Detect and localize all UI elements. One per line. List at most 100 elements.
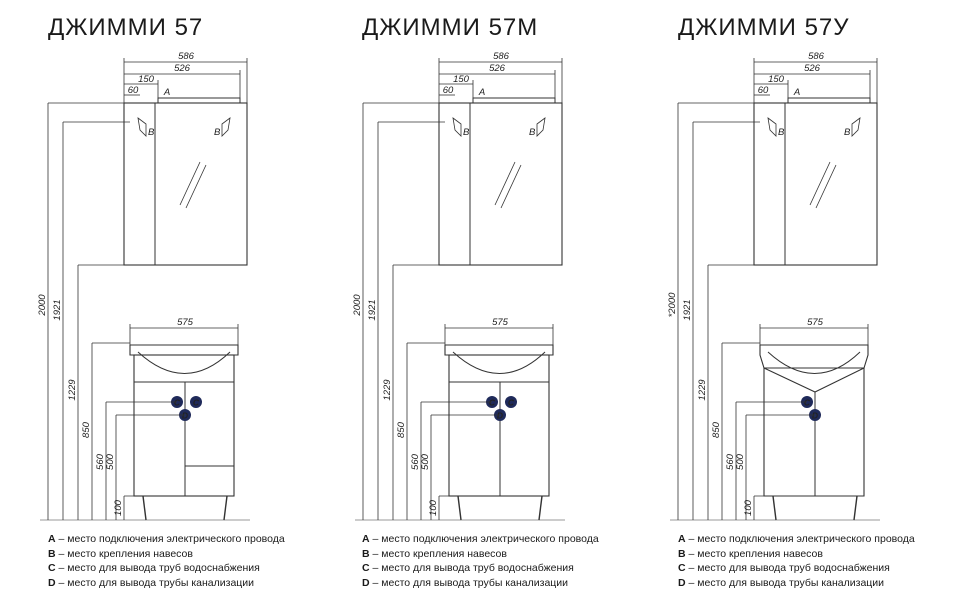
model-title: ДЖИММИ 57 — [48, 14, 204, 41]
model-title: ДЖИММИ 57М — [362, 14, 539, 41]
dimension-label-h_2000: *2000 — [667, 292, 678, 318]
dimension-label-150: 150 — [453, 74, 470, 85]
dimension-label-h_560: 560 — [95, 453, 106, 470]
hanger-left — [767, 117, 777, 137]
legend-item-d: D – место для вывода трубы канализации — [678, 576, 885, 589]
vanity-leg-right — [223, 495, 228, 521]
lamp-bar — [472, 97, 556, 104]
dimension-label-h_1921: 1921 — [367, 299, 378, 320]
legend-model-57u: A – место подключения электрического про… — [678, 532, 915, 590]
dimension-label-h_850: 850 — [711, 421, 722, 438]
dimension-label-526: 526 — [804, 63, 821, 74]
mirror-glare-line — [185, 164, 207, 209]
marker-c-right — [505, 396, 517, 408]
dimension-label-h_500: 500 — [105, 453, 116, 470]
dimension-label-h_1921: 1921 — [52, 299, 63, 320]
legend-item-b: B – место крепления навесов — [678, 547, 823, 560]
vanity-leg-left — [772, 495, 777, 521]
dimension-label-h_500: 500 — [735, 453, 746, 470]
mirror-glare-line — [815, 164, 837, 209]
mirror-cabinet-body — [753, 102, 878, 266]
legend-model-57m: A – место подключения электрического про… — [362, 532, 599, 590]
dimension-label-575: 575 — [177, 317, 194, 328]
lamp-bar — [157, 97, 241, 104]
vanity-drawer — [184, 465, 235, 497]
dimension-label-h_500: 500 — [420, 453, 431, 470]
hanger-left — [452, 117, 462, 137]
dimension-label-h_100: 100 — [743, 499, 754, 516]
vanity-cabinet-body — [763, 367, 865, 497]
dimension-label-h_1921: 1921 — [682, 299, 693, 320]
washbasin-bowl — [452, 351, 546, 374]
legend-item-a: A – место подключения электрического про… — [678, 533, 915, 545]
dimension-label-h_2000: 2000 — [352, 294, 363, 317]
dimension-label-h_1229: 1229 — [697, 379, 708, 401]
dimension-label-526: 526 — [489, 63, 506, 74]
mirror-cabinet-body — [123, 102, 248, 266]
hanger-left — [137, 117, 147, 137]
marker-c-right-label: C — [193, 397, 200, 407]
legend-item-d: D – место для вывода трубы канализации — [48, 576, 255, 589]
dimension-label-586: 586 — [808, 51, 825, 62]
vanity-leg-right — [853, 495, 858, 521]
marker-b-right: B — [844, 127, 851, 138]
vanity-leg-left — [457, 495, 462, 521]
dimension-label-h_100: 100 — [428, 499, 439, 516]
mirror-glare-line — [809, 161, 831, 206]
legend-item-c: C – место для вывода труб водоснабжения — [362, 562, 574, 574]
mirror-glare-line — [494, 161, 516, 206]
washbasin-bowl — [767, 351, 861, 374]
dimension-label-586: 586 — [493, 51, 510, 62]
marker-c-left-label: C — [804, 397, 811, 407]
dimension-label-60: 60 — [758, 85, 769, 96]
dimension-label-h_100: 100 — [113, 499, 124, 516]
vanity-cabinet-body — [448, 354, 550, 497]
vanity-leg-left — [142, 495, 147, 521]
hanger-right — [851, 117, 861, 137]
marker-a: A — [163, 87, 170, 98]
marker-c-left-label: C — [489, 397, 496, 407]
dimension-label-h_1229: 1229 — [67, 379, 78, 401]
mirror-glare-line — [179, 161, 201, 206]
legend-item-a: A – место подключения электрического про… — [362, 533, 599, 545]
mirror-cabinet-body — [438, 102, 563, 266]
mirror-glare-line — [500, 164, 522, 209]
lamp-bar — [787, 97, 871, 104]
washbasin-bowl — [137, 351, 231, 374]
washbasin — [444, 344, 554, 356]
washbasin — [129, 344, 239, 356]
dimension-label-575: 575 — [492, 317, 509, 328]
marker-c-right — [190, 396, 202, 408]
marker-c-right-label: C — [508, 397, 515, 407]
marker-b-right: B — [214, 127, 221, 138]
legend-item-d: D – место для вывода трубы канализации — [362, 576, 569, 589]
marker-a: A — [478, 87, 485, 98]
dimension-label-h_560: 560 — [725, 453, 736, 470]
dimension-label-h_2000: 2000 — [37, 294, 48, 317]
legend-item-a: A – место подключения электрического про… — [48, 533, 285, 545]
hanger-right — [221, 117, 231, 137]
dimension-label-150: 150 — [768, 74, 785, 85]
marker-b-left: B — [463, 127, 470, 138]
dimension-label-575: 575 — [807, 317, 824, 328]
legend-model-57: A – место подключения электрического про… — [48, 532, 285, 590]
dimension-label-60: 60 — [443, 85, 454, 96]
vanity-leg-right — [538, 495, 543, 521]
dimension-label-h_1229: 1229 — [382, 379, 393, 401]
model-title: ДЖИММИ 57У — [678, 14, 850, 41]
dimension-label-h_560: 560 — [410, 453, 421, 470]
marker-b-right: B — [529, 127, 536, 138]
washbasin — [759, 344, 869, 369]
legend-item-b: B – место крепления навесов — [362, 547, 507, 560]
dimension-label-586: 586 — [178, 51, 195, 62]
dimension-label-150: 150 — [138, 74, 155, 85]
dimension-label-h_850: 850 — [81, 421, 92, 438]
legend-item-b: B – место крепления навесов — [48, 547, 193, 560]
hanger-right — [536, 117, 546, 137]
marker-a: A — [793, 87, 800, 98]
marker-c-left-label: C — [174, 397, 181, 407]
